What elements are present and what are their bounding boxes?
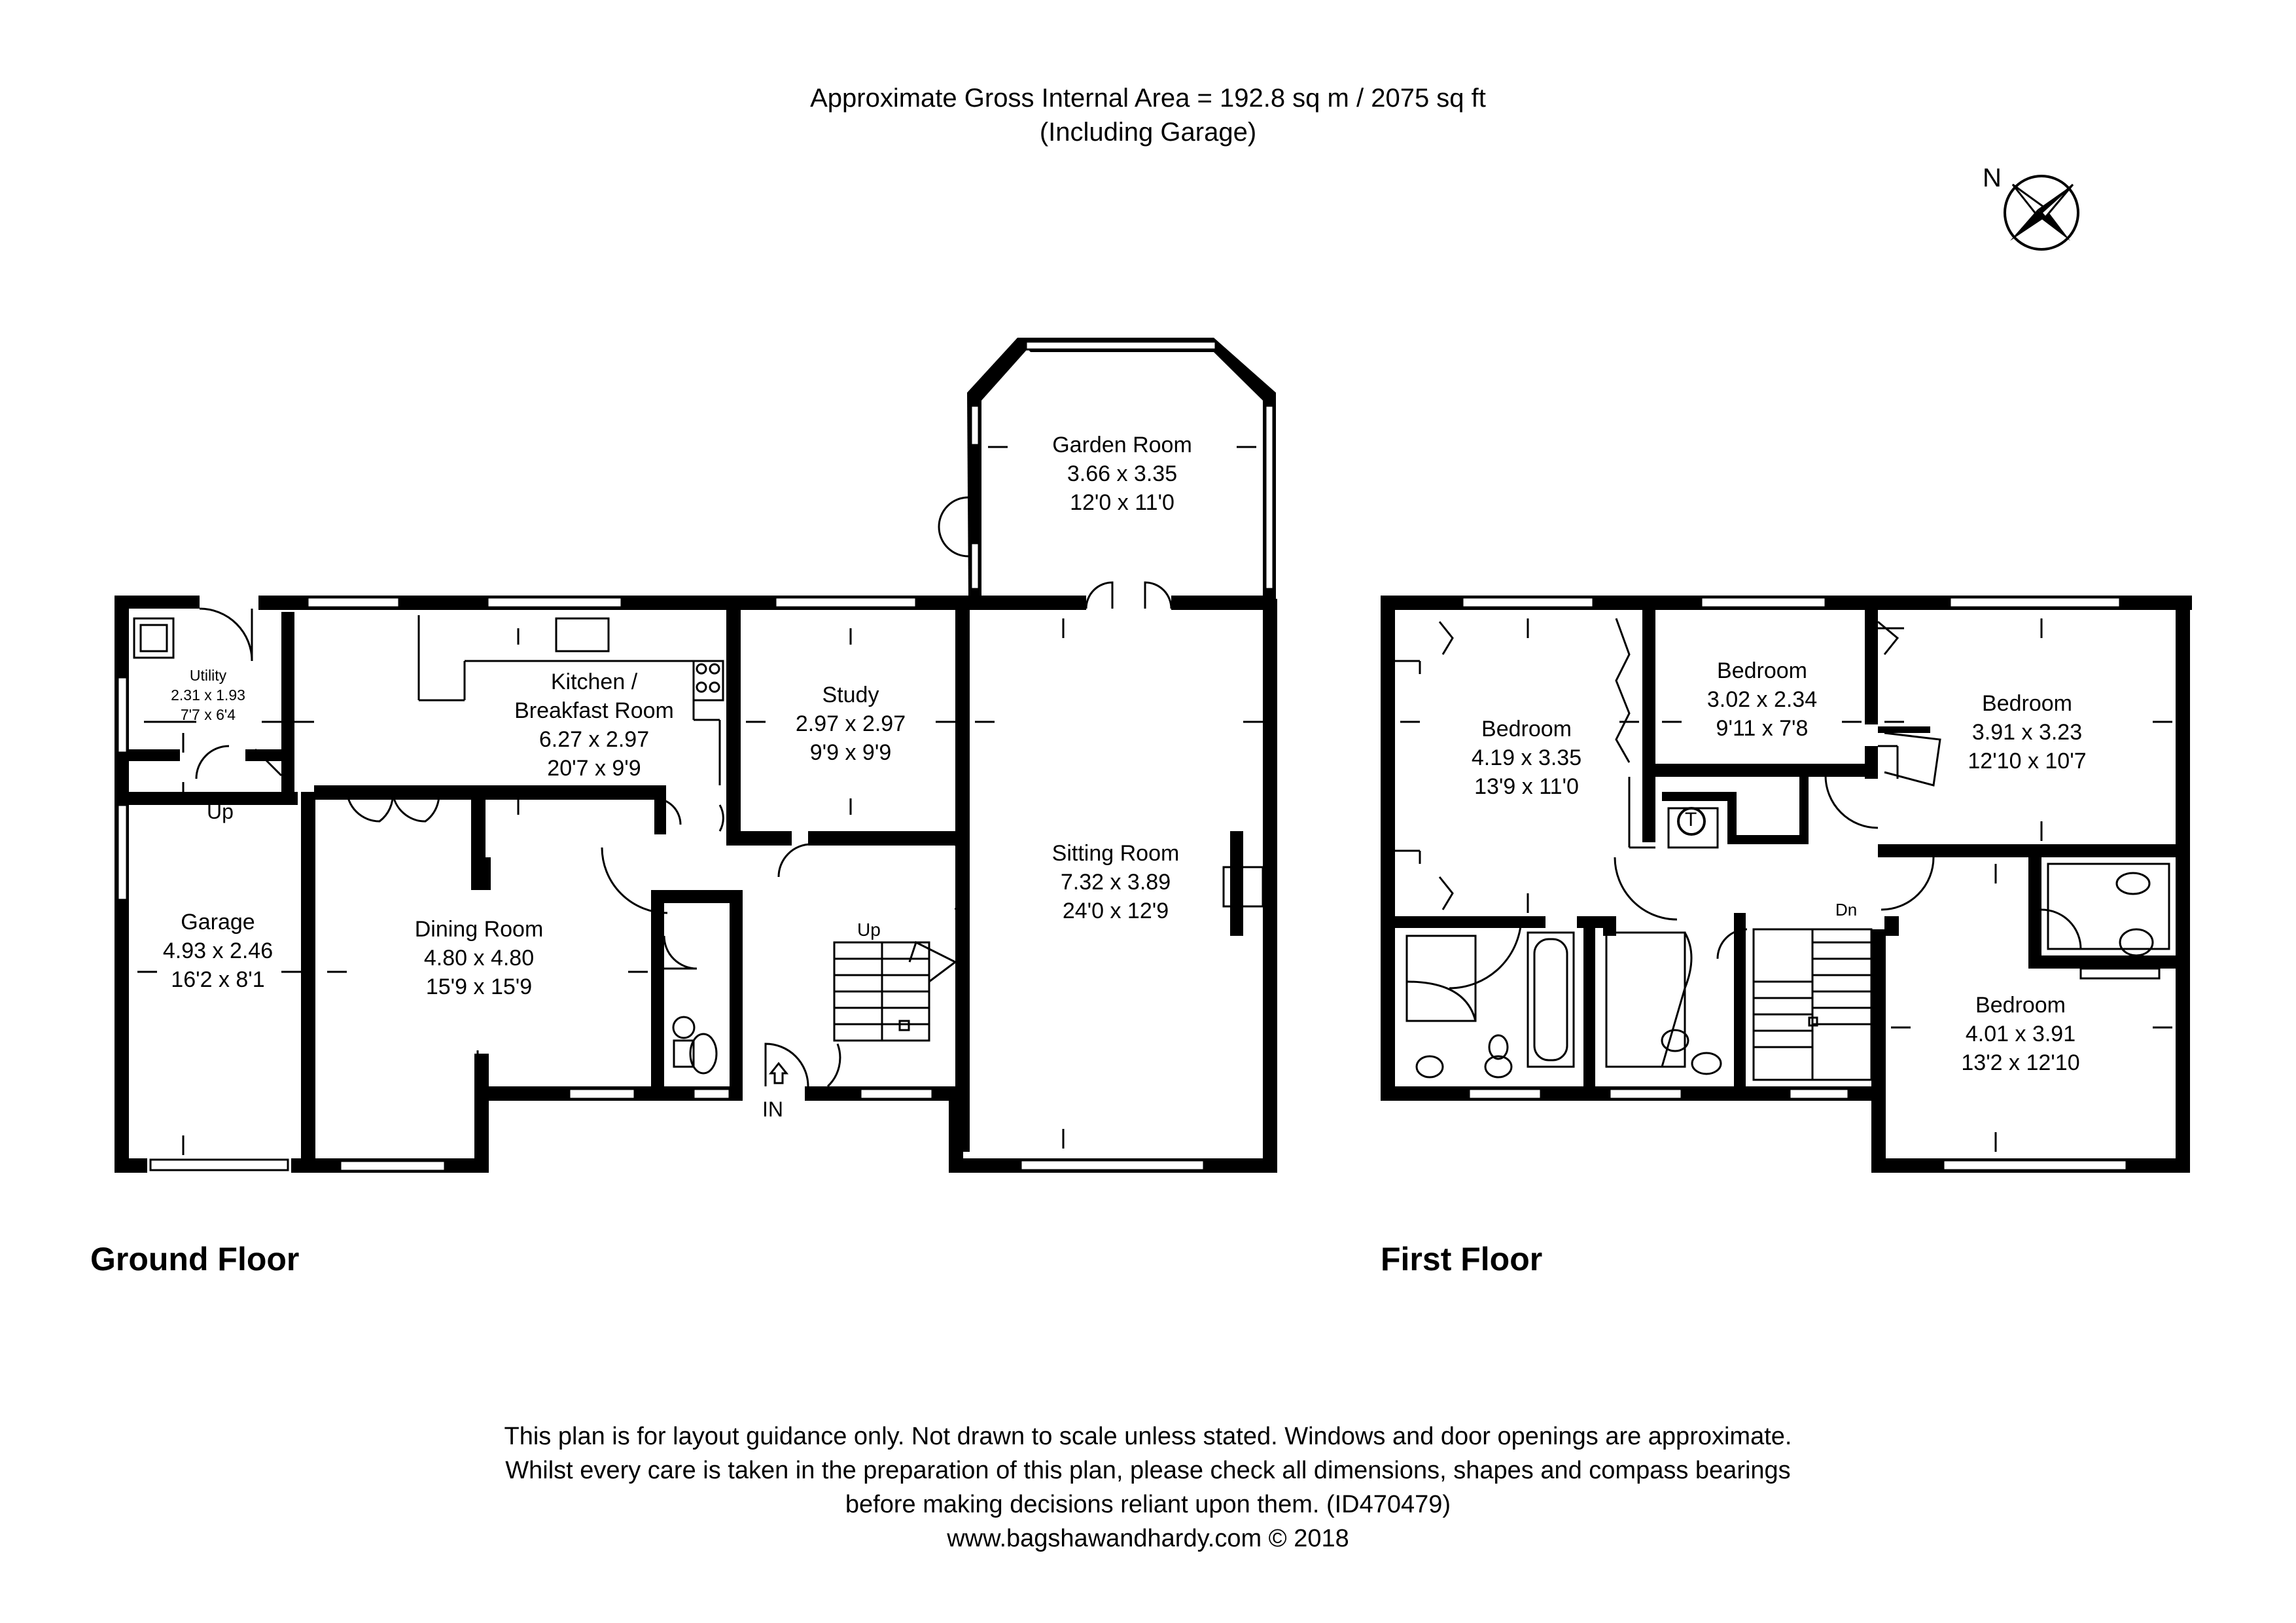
room-dimensions-imperial: 24'0 x 12'9	[1062, 899, 1169, 923]
room-name: Kitchen /	[550, 669, 638, 694]
area-caption-note: (Including Garage)	[1039, 118, 1257, 147]
room-dimensions-imperial: 9'9 x 9'9	[809, 740, 892, 765]
room-dimensions-imperial: 16'2 x 8'1	[171, 967, 265, 992]
room-dimensions-imperial: 13'2 x 12'10	[1961, 1050, 2080, 1075]
stair-up-label: Up	[207, 800, 234, 823]
disclaimer-line-3: before making decisions reliant upon the…	[845, 1491, 1451, 1518]
room-dimensions-imperial: 7'7 x 6'4	[180, 706, 236, 723]
ground-floor-title: Ground Floor	[90, 1241, 300, 1277]
room-dimensions-metric: 3.91 x 3.23	[1971, 720, 2083, 745]
room-bedroom-3: Bedroom 3.91 x 3.23 12'10 x 10'7	[1968, 689, 2086, 776]
room-study: Study 2.97 x 2.97 9'9 x 9'9	[796, 681, 906, 767]
room-name: Dining Room	[414, 917, 544, 942]
room-garage: Garage 4.93 x 2.46 16'2 x 8'1	[163, 908, 273, 994]
compass-rose-icon	[2004, 175, 2079, 251]
room-dimensions-imperial: 12'0 x 11'0	[1070, 490, 1174, 515]
entrance-label: IN	[762, 1097, 783, 1121]
tank-label: T	[1685, 809, 1697, 830]
room-dimensions-metric: 6.27 x 2.97	[539, 727, 650, 752]
room-dimensions-metric: 7.32 x 3.89	[1060, 870, 1171, 895]
room-bedroom-2: Bedroom 3.02 x 2.34 9'11 x 7'8	[1707, 656, 1817, 743]
room-name: Bedroom	[1982, 691, 2072, 716]
room-bedroom-1: Bedroom 4.19 x 3.35 13'9 x 11'0	[1472, 715, 1581, 801]
room-dimensions-metric: 3.02 x 2.34	[1706, 687, 1818, 712]
first-floor-plan	[1381, 596, 2192, 1173]
room-bedroom-4: Bedroom 4.01 x 3.91 13'2 x 12'10	[1961, 991, 2079, 1077]
copyright-link[interactable]: www.bagshawandhardy.com © 2018	[947, 1525, 1349, 1552]
disclaimer-line-1: This plan is for layout guidance only. N…	[504, 1423, 1792, 1450]
room-dimensions-metric: 2.97 x 2.97	[795, 711, 906, 736]
room-name: Garage	[181, 910, 255, 935]
stair-up-label: Up	[857, 919, 881, 940]
room-dimensions-metric: 2.31 x 1.93	[171, 687, 245, 704]
room-name: Sitting Room	[1051, 841, 1180, 866]
room-name: Bedroom	[1481, 717, 1572, 741]
room-name: Garden Room	[1052, 433, 1192, 457]
room-kitchen: Kitchen / Breakfast Room 6.27 x 2.97 20'…	[514, 668, 674, 783]
room-dimensions-metric: 4.93 x 2.46	[162, 938, 274, 963]
room-sitting-room: Sitting Room 7.32 x 3.89 24'0 x 12'9	[1052, 839, 1180, 925]
ground-floor-plan	[115, 338, 1277, 1173]
room-name: Bedroom	[1975, 993, 2066, 1018]
room-dimensions-metric: 3.66 x 3.35	[1067, 461, 1178, 486]
room-dimensions-metric: 4.19 x 3.35	[1471, 745, 1582, 770]
room-utility: Utility 2.31 x 1.93 7'7 x 6'4	[171, 666, 245, 724]
room-name-line-2: Breakfast Room	[514, 698, 674, 723]
room-garden-room: Garden Room 3.66 x 3.35 12'0 x 11'0	[1052, 431, 1192, 517]
stair-down-label: Dn	[1835, 900, 1858, 919]
first-floor-staircase	[1752, 928, 1873, 1081]
room-name: Study	[822, 683, 879, 707]
room-dimensions-imperial: 12'10 x 10'7	[1968, 749, 2087, 774]
room-dimensions-metric: 4.01 x 3.91	[1965, 1022, 2076, 1046]
room-dimensions-imperial: 20'7 x 9'9	[547, 756, 641, 781]
room-dimensions-imperial: 15'9 x 15'9	[425, 974, 533, 999]
room-name: Bedroom	[1717, 658, 1807, 683]
area-caption: Approximate Gross Internal Area = 192.8 …	[810, 84, 1486, 113]
room-name: Utility	[189, 667, 227, 684]
first-floor-title: First Floor	[1381, 1241, 1543, 1277]
room-dining-room: Dining Room 4.80 x 4.80 15'9 x 15'9	[415, 915, 544, 1001]
disclaimer-line-2: Whilst every care is taken in the prepar…	[505, 1457, 1791, 1484]
staircase	[826, 940, 957, 1088]
compass-north-label: N	[1983, 164, 2002, 192]
room-dimensions-imperial: 13'9 x 11'0	[1474, 774, 1579, 799]
room-dimensions-metric: 4.80 x 4.80	[423, 946, 535, 971]
room-dimensions-imperial: 9'11 x 7'8	[1716, 716, 1809, 741]
